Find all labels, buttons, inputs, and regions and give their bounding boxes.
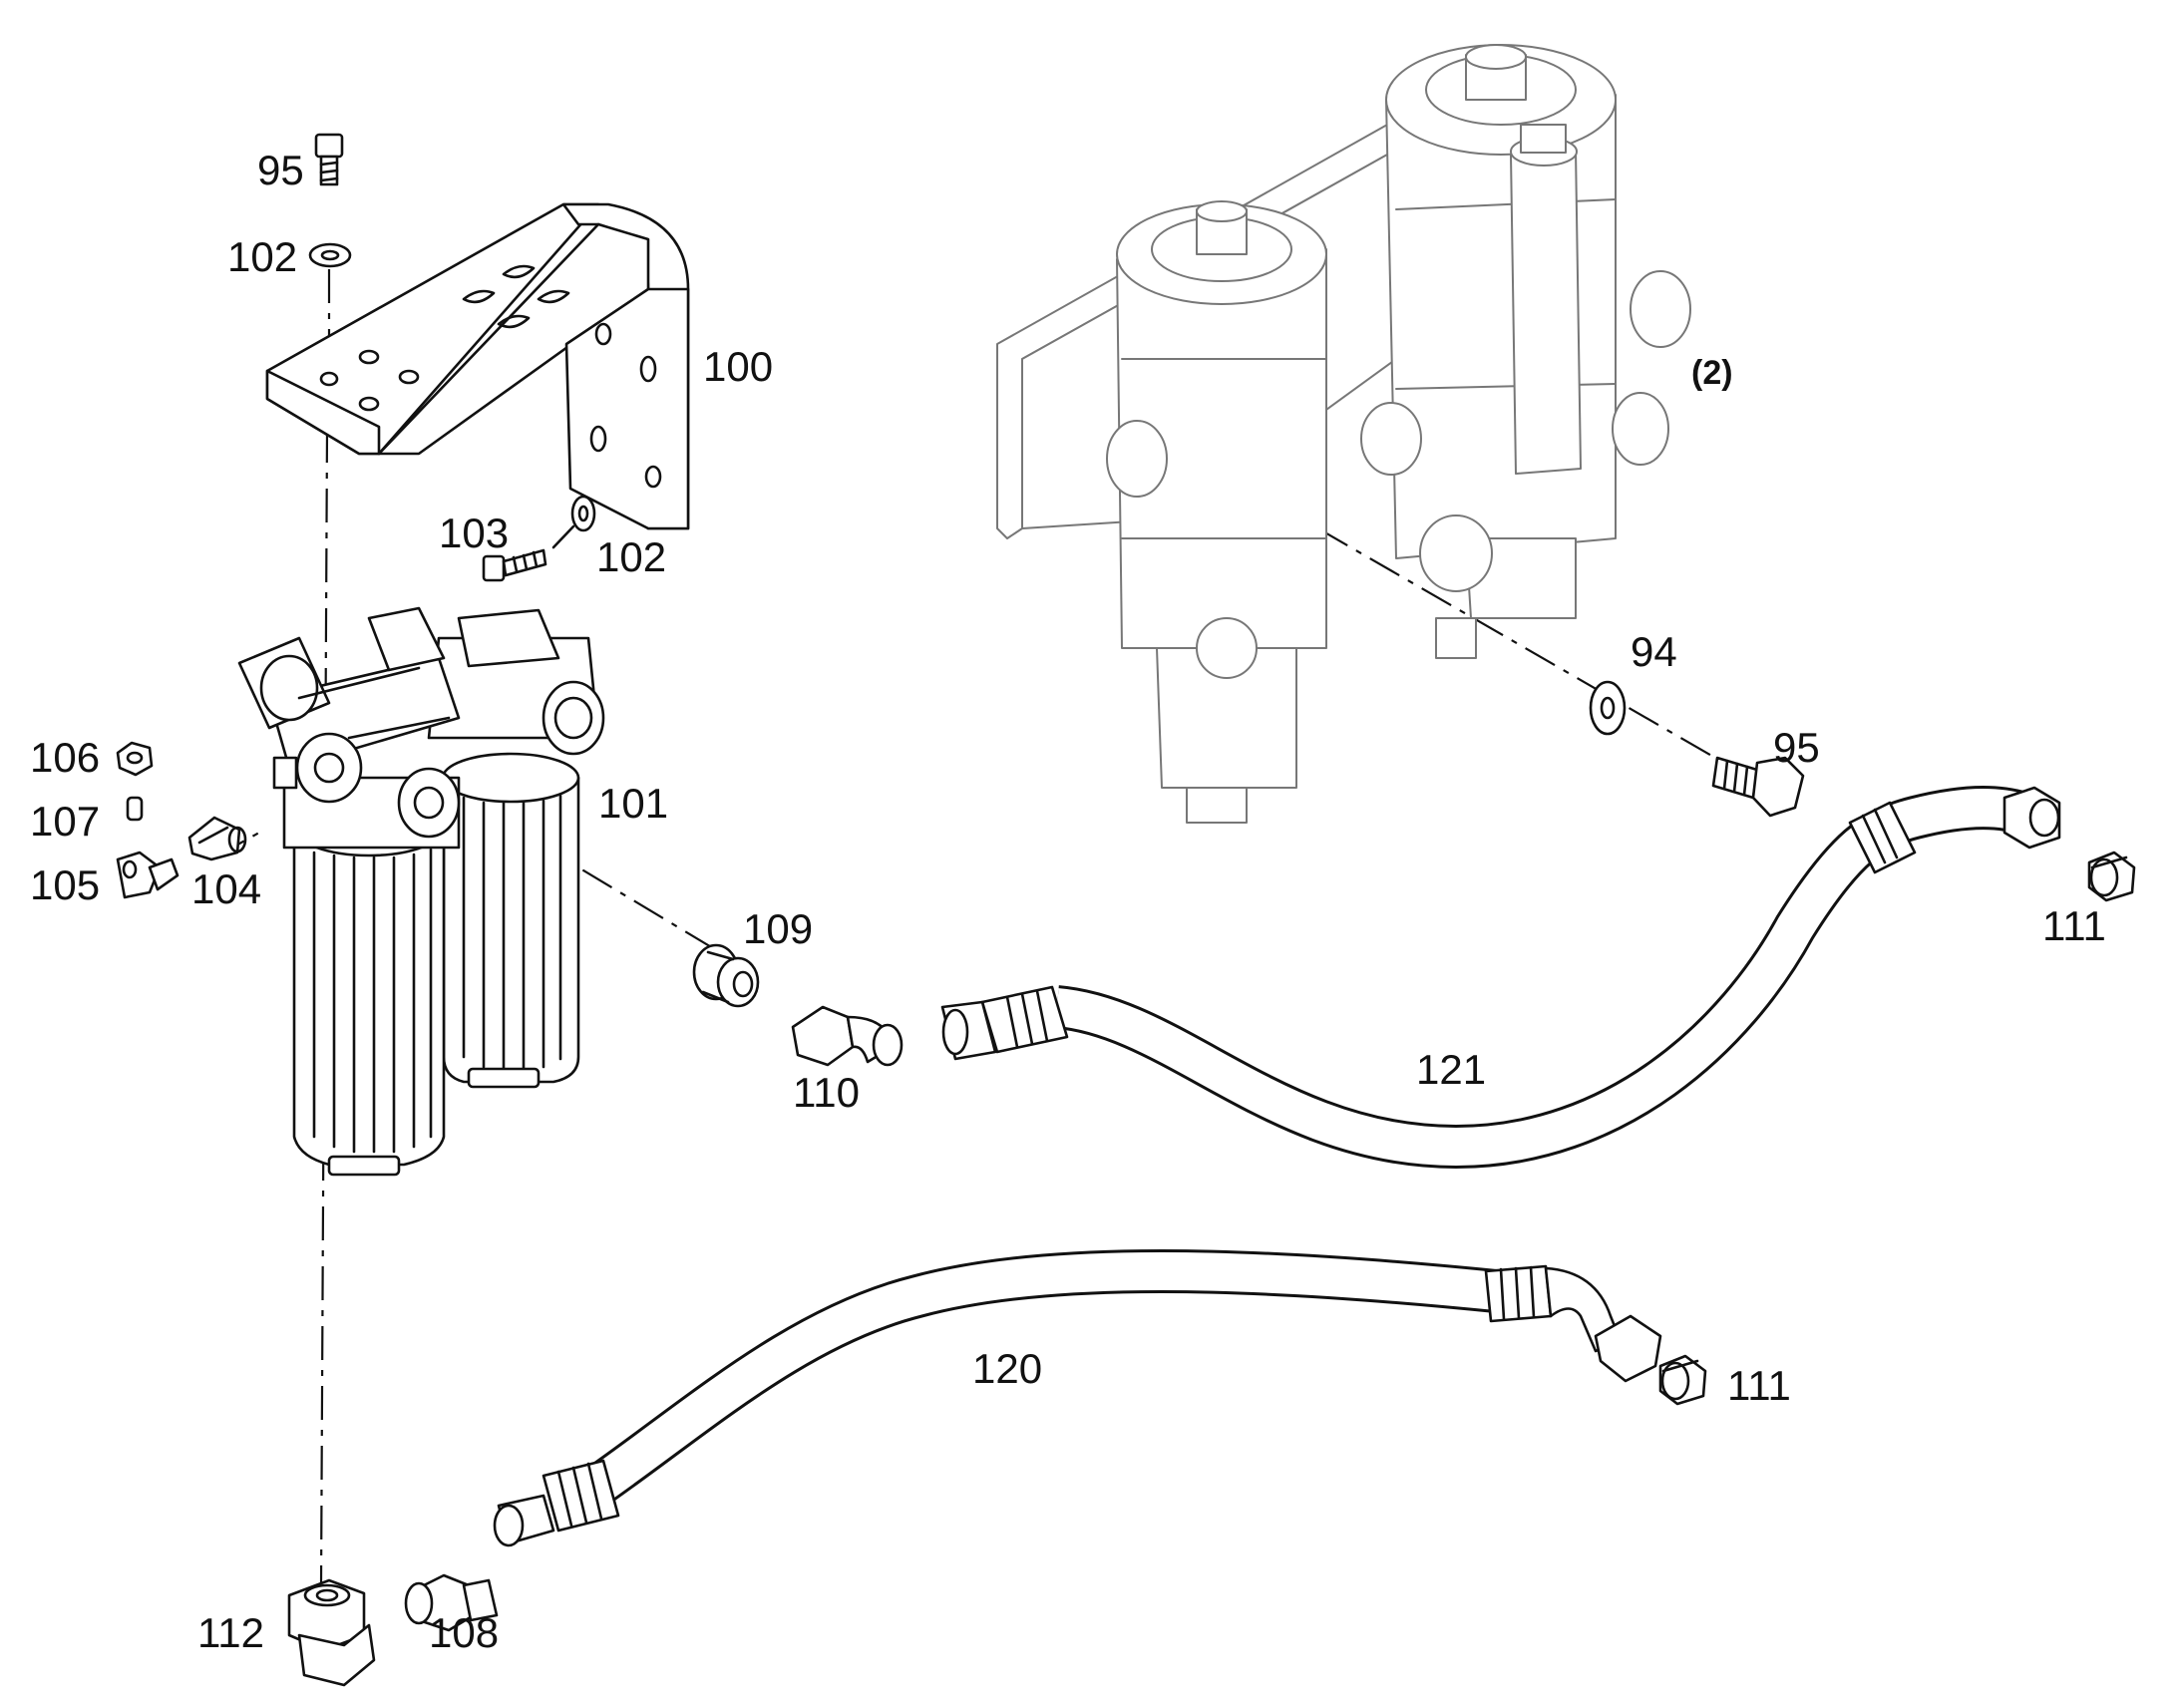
washer-102-side: [570, 495, 596, 532]
adapter-109: [692, 943, 760, 1008]
callout-107: 107: [30, 798, 100, 845]
fuel-filter-101: [237, 606, 605, 1177]
elbow-105: [116, 851, 180, 899]
fitting-111-lower: [1658, 1354, 1707, 1406]
callout-101: 101: [598, 780, 668, 827]
bracket-100: [265, 202, 690, 530]
callout-95-right: 95: [1773, 724, 1820, 771]
bolt-95-top: [314, 133, 344, 186]
callout-94: 94: [1631, 628, 1677, 675]
callout-108: 108: [429, 1609, 499, 1656]
washer-94: [1589, 680, 1627, 736]
nut-106: [116, 741, 154, 777]
reference-assembly-2: [996, 44, 1691, 824]
callout-110: 110: [793, 1069, 860, 1116]
callout-95-top: 95: [257, 147, 304, 193]
callout-112: 112: [197, 1609, 264, 1656]
callout-102-top: 102: [227, 233, 297, 280]
callout-121: 121: [1416, 1046, 1486, 1093]
fitting-111-upper: [2087, 851, 2136, 902]
sleeve-107: [126, 796, 144, 822]
hose-120: [493, 1249, 1662, 1547]
fitting-104: [187, 816, 247, 861]
callout-104: 104: [191, 865, 261, 912]
elbow-110: [791, 1005, 904, 1067]
washer-102-top: [308, 242, 352, 268]
callout-106: 106: [30, 734, 100, 781]
bolt-95-right: [1711, 756, 1805, 818]
elbow-112: [287, 1578, 376, 1687]
bolt-103: [482, 524, 575, 582]
hose-121: [940, 786, 2061, 1170]
callout-100: 100: [703, 343, 773, 390]
callout-111-upper: 111: [2042, 902, 2106, 949]
nut-108: [404, 1573, 499, 1632]
callout-103: 103: [439, 510, 509, 556]
callout-109: 109: [743, 905, 813, 952]
callout-111-lower: 111: [1727, 1362, 1791, 1409]
callout-120: 120: [972, 1345, 1042, 1392]
callout-102-side: 102: [596, 533, 666, 580]
callout-2-reference: (2): [1691, 354, 1733, 392]
callout-105: 105: [30, 861, 100, 908]
callout-labels: 95 102 100 103 102 106 107 105 104 101 1…: [30, 147, 2106, 1656]
